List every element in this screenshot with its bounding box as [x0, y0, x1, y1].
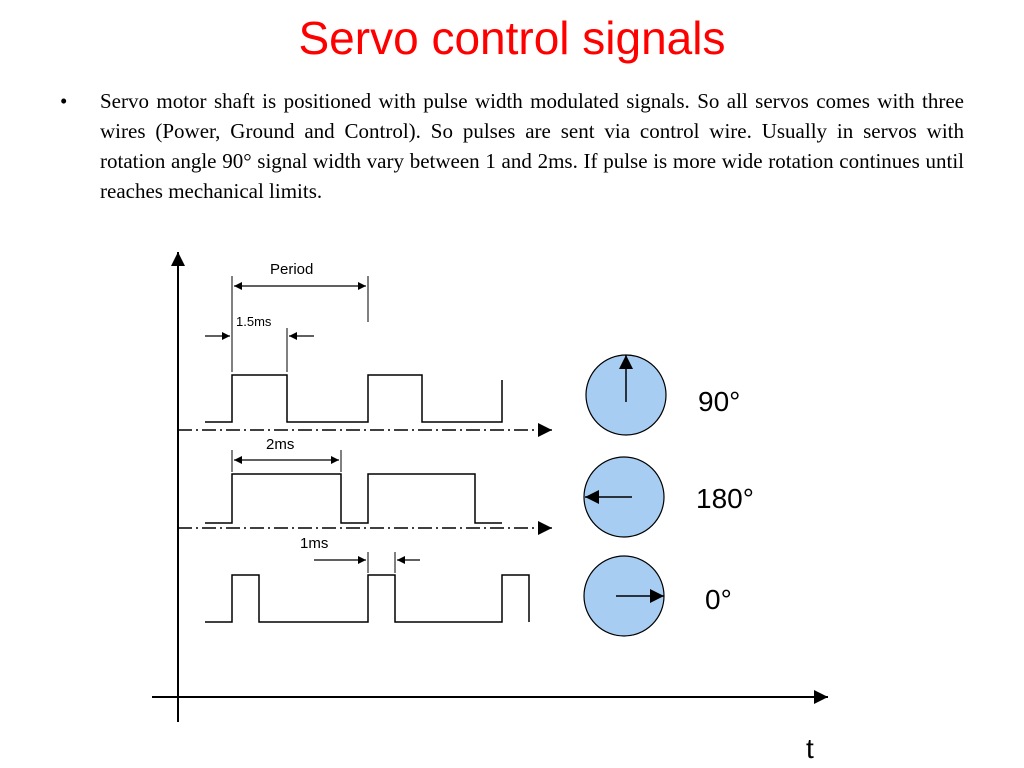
- servo-dial-0: [583, 555, 665, 637]
- angle-label-180: 180°: [696, 483, 754, 514]
- pulse-1-5ms-label: 1.5ms: [236, 314, 272, 329]
- time-axis-label: t: [806, 733, 814, 764]
- angle-label-0: 0°: [705, 584, 732, 615]
- waveform-1-5ms: [205, 374, 503, 423]
- angle-label-90: 90°: [698, 386, 740, 417]
- bullet-item: • Servo motor shaft is positioned with p…: [60, 86, 964, 206]
- bullet-text: Servo motor shaft is positioned with pul…: [100, 89, 964, 203]
- bullet-symbol: •: [60, 89, 68, 113]
- pulse-1ms-label: 1ms: [300, 535, 328, 552]
- waveform-2ms: [205, 473, 502, 524]
- waveform-1ms: [205, 574, 530, 623]
- servo-dial-180: [583, 456, 665, 538]
- pulse-2ms-label: 2ms: [266, 436, 294, 453]
- slide-title: Servo control signals: [298, 12, 726, 64]
- servo-dial-90: [585, 354, 667, 436]
- period-label: Period: [270, 261, 313, 278]
